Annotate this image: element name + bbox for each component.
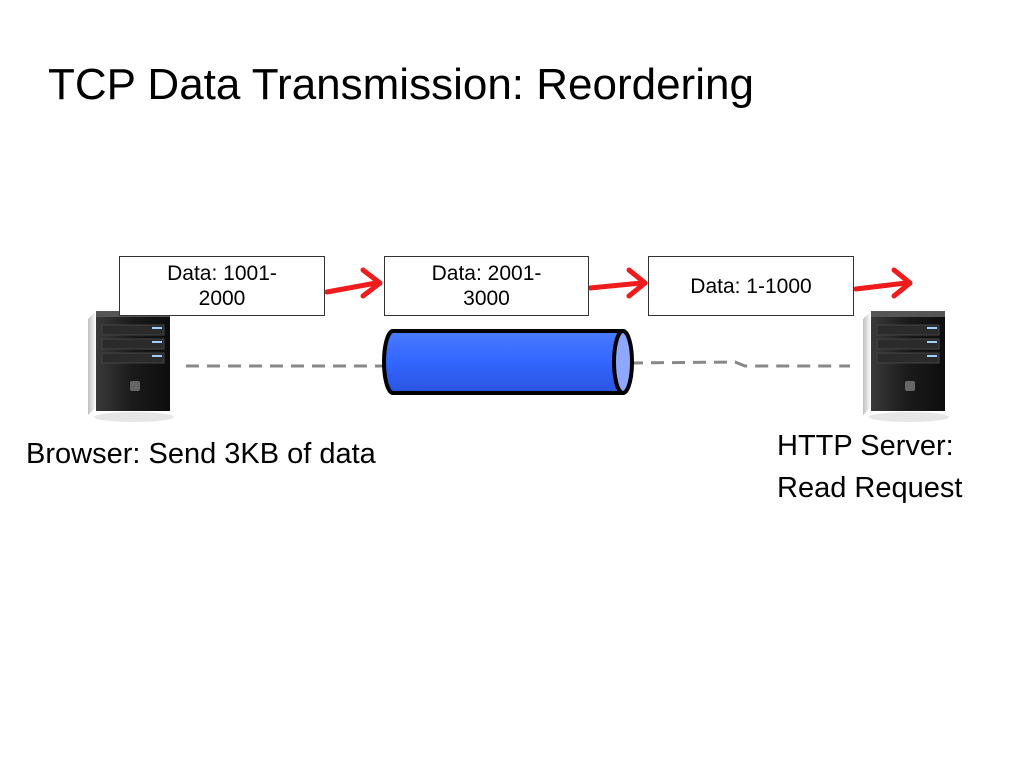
- server-label-line1: HTTP Server:: [777, 430, 954, 462]
- packet-label-line2: 3000: [463, 287, 510, 310]
- arrow-2: [587, 267, 648, 299]
- packet-1-1000: Data: 1-1000: [648, 256, 854, 316]
- packet-label-line1: Data: 1-1000: [690, 274, 812, 298]
- server-label: HTTP Server: Read Request: [777, 425, 962, 509]
- packet-label-line1: Data: 2001-: [431, 262, 542, 285]
- server-tower-icon: [863, 311, 949, 422]
- arrow-3: [853, 267, 913, 299]
- server-label-line2: Read Request: [777, 472, 963, 504]
- packet-label-line1: Data: 1001-: [167, 262, 277, 285]
- slide-title: TCP Data Transmission: Reordering: [48, 60, 754, 109]
- packet-2001-3000: Data: 2001- 3000: [384, 256, 589, 316]
- packet-1001-2000: Data: 1001- 2000: [119, 256, 325, 316]
- browser-label: Browser: Send 3KB of data: [26, 438, 376, 470]
- tcp-pipe: [382, 329, 634, 395]
- server-tower-icon: [88, 311, 174, 422]
- arrow-1: [324, 267, 383, 299]
- packet-label-line2: 2000: [198, 287, 246, 310]
- link-right-dashed: [629, 360, 850, 368]
